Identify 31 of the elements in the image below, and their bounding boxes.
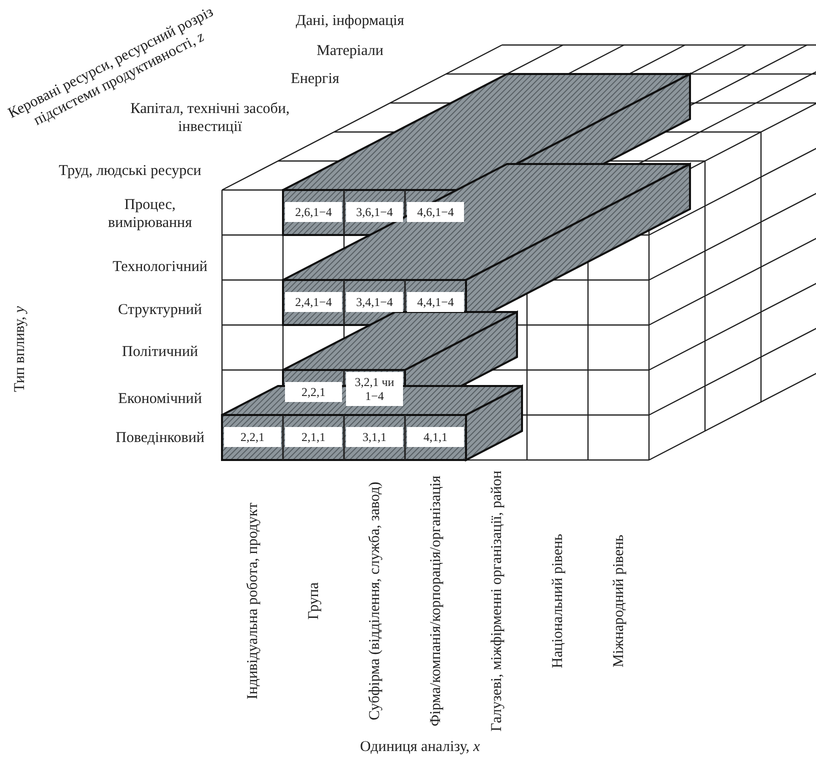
category-label: Економічний xyxy=(117,390,203,408)
category-label: Галузеві, міжфірменні організації, район xyxy=(488,470,506,734)
category-label: Капітал, технічні засоби, інвестиції xyxy=(129,100,291,136)
cell-code: 3,1,1 xyxy=(346,427,403,447)
cell-code: 4,1,1 xyxy=(407,427,464,447)
category-label: Міжнародний рівень xyxy=(610,534,628,670)
category-label: Дані, інформація xyxy=(294,12,406,30)
axis-label: Одиниця аналізу, x xyxy=(359,738,481,756)
category-label: Національний рівень xyxy=(548,532,566,670)
cell-code: 3,2,1 чи 1−4 xyxy=(346,372,403,406)
axis-label: Тип впливу, y xyxy=(11,305,29,394)
cell-code: 2,2,1 xyxy=(285,382,342,402)
category-label: Енергія xyxy=(290,70,340,88)
category-label: Труд, людські ресурси xyxy=(58,162,202,180)
cell-code: 2,2,1 xyxy=(224,427,281,447)
category-label: Субфірма (відділення, служба, завод) xyxy=(366,480,384,722)
category-label: Фірма/компанія/корпорація/організація xyxy=(426,474,444,728)
category-label: Технологічний xyxy=(112,258,208,276)
cell-code: 2,1,1 xyxy=(285,427,342,447)
category-label: Група xyxy=(304,581,322,622)
category-label: Матеріали xyxy=(316,42,384,60)
cell-code: 3,6,1−4 xyxy=(346,202,403,222)
cell-code: 2,4,1−4 xyxy=(285,292,342,312)
cell-code: 4,4,1−4 xyxy=(407,292,464,312)
cell-code: 4,6,1−4 xyxy=(407,202,464,222)
category-label: Процес, вимірювання xyxy=(107,196,193,232)
category-label: Індивідуальна робота, продукт xyxy=(244,502,262,702)
category-label: Політичний xyxy=(121,343,199,361)
category-label: Структурний xyxy=(117,301,203,319)
cell-code: 3,4,1−4 xyxy=(346,292,403,312)
cell-code: 2,6,1−4 xyxy=(285,202,342,222)
